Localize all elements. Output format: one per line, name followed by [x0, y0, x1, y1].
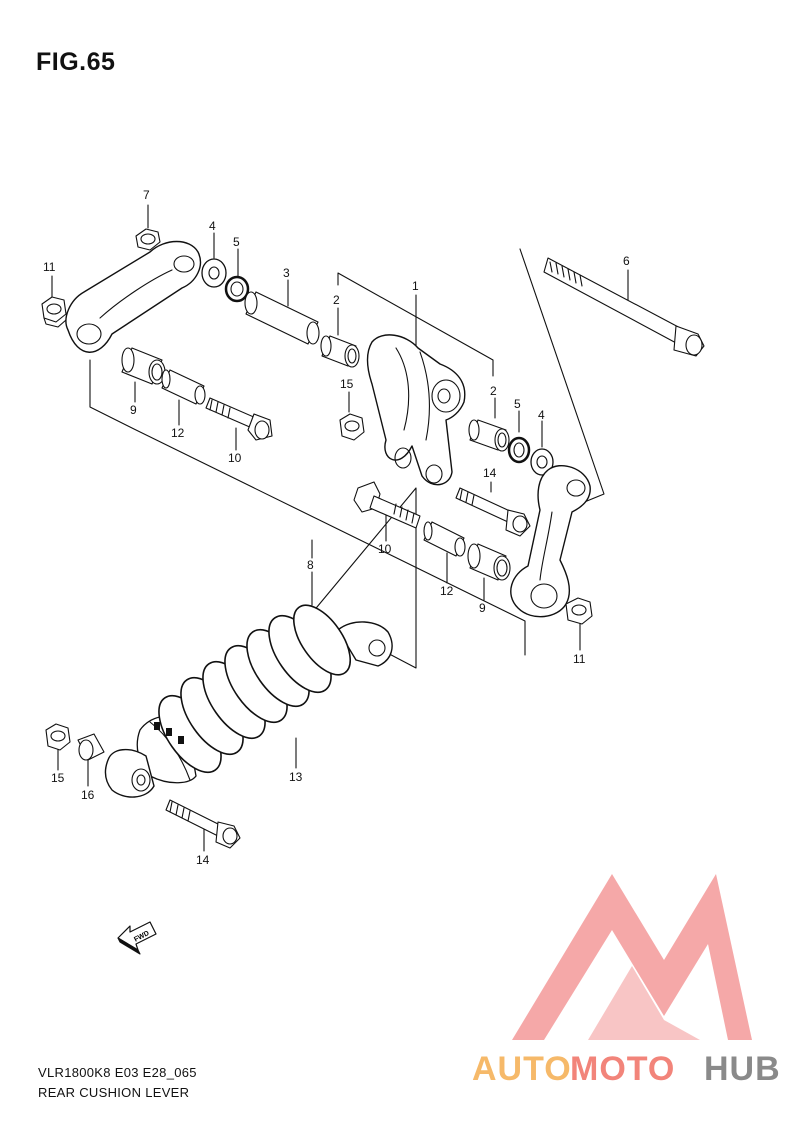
callout-15-lower: 15: [51, 771, 65, 785]
figure-title: FIG.65: [36, 48, 116, 76]
callout-12-left: 12: [171, 426, 185, 440]
footer: VLR1800K8 E03 E28_065 REAR CUSHION LEVER: [38, 1063, 197, 1103]
shock-lower-eye: [104, 749, 155, 798]
callout-16: 16: [81, 788, 95, 802]
nut-part-11-right: [565, 597, 593, 625]
callout-6: 6: [623, 254, 630, 268]
callout-12-right: 12: [440, 584, 454, 598]
diagram-name: REAR CUSHION LEVER: [38, 1085, 190, 1100]
bolt-part-14-lower: [165, 799, 241, 849]
callout-14-upper: 14: [483, 466, 497, 480]
nut-part-11-left: [41, 296, 67, 328]
watermark-moto: MOTO: [570, 1050, 675, 1088]
washer-part-4-left: [201, 258, 227, 288]
bearing-part-2-left: [320, 335, 360, 368]
watermark-logo-triangle: [512, 874, 752, 1040]
callout-10-right: 10: [378, 542, 392, 556]
callout-4-left: 4: [209, 219, 216, 233]
callout-11-left: 11: [43, 260, 56, 274]
washer-part-4-right: [530, 448, 554, 476]
callout-9-right: 9: [479, 601, 486, 615]
callout-2-right: 2: [490, 384, 497, 398]
bolt-part-10-right: [353, 481, 421, 529]
callout-4-right: 4: [538, 408, 545, 422]
cushion-lever-bracket-part-1: [366, 334, 466, 486]
bolt-part-14-upper: [455, 487, 531, 537]
bearing-part-9-right: [467, 543, 511, 581]
bolt-part-10-left: [205, 397, 273, 441]
callout-7: 7: [143, 188, 150, 202]
callout-9-left: 9: [130, 403, 137, 417]
nut-part-7: [135, 228, 161, 251]
watermark-auto: AUTO: [472, 1050, 572, 1088]
callout-5-right: 5: [514, 397, 521, 411]
left-lever-link: [65, 240, 202, 353]
sleeve-part-3: [244, 291, 320, 345]
model-code: VLR1800K8 E03 E28_065: [38, 1065, 197, 1080]
collar-part-12-right: [423, 521, 466, 557]
callout-5-left: 5: [233, 235, 240, 249]
bearing-part-9-left: [121, 347, 166, 385]
callout-8: 8: [307, 558, 314, 572]
callout-labels: 7 4 5 3 11 2 1 6 15 2 5 4 9 12 10 14 8 1…: [43, 188, 630, 944]
collar-part-16: [77, 733, 105, 761]
callout-13: 13: [289, 770, 303, 784]
bolt-part-6: [543, 257, 705, 357]
callout-14-lower: 14: [196, 853, 210, 867]
shock-absorber-part-13: [136, 604, 393, 784]
callout-10-left: 10: [228, 451, 242, 465]
seal-part-5-left: [224, 275, 250, 303]
nut-part-15-lower: [45, 723, 71, 751]
bearing-part-2-right: [468, 419, 510, 452]
callout-11-right: 11: [573, 652, 586, 666]
collar-part-12-left: [161, 369, 206, 405]
callout-2-left: 2: [333, 293, 340, 307]
callout-15-upper: 15: [340, 377, 354, 391]
callout-3: 3: [283, 266, 290, 280]
nut-part-15-upper: [339, 413, 365, 441]
seal-part-5-right: [507, 436, 531, 464]
watermark-hub: HUB: [704, 1050, 781, 1088]
callout-1: 1: [412, 279, 419, 293]
forward-direction-arrow: [117, 921, 157, 955]
